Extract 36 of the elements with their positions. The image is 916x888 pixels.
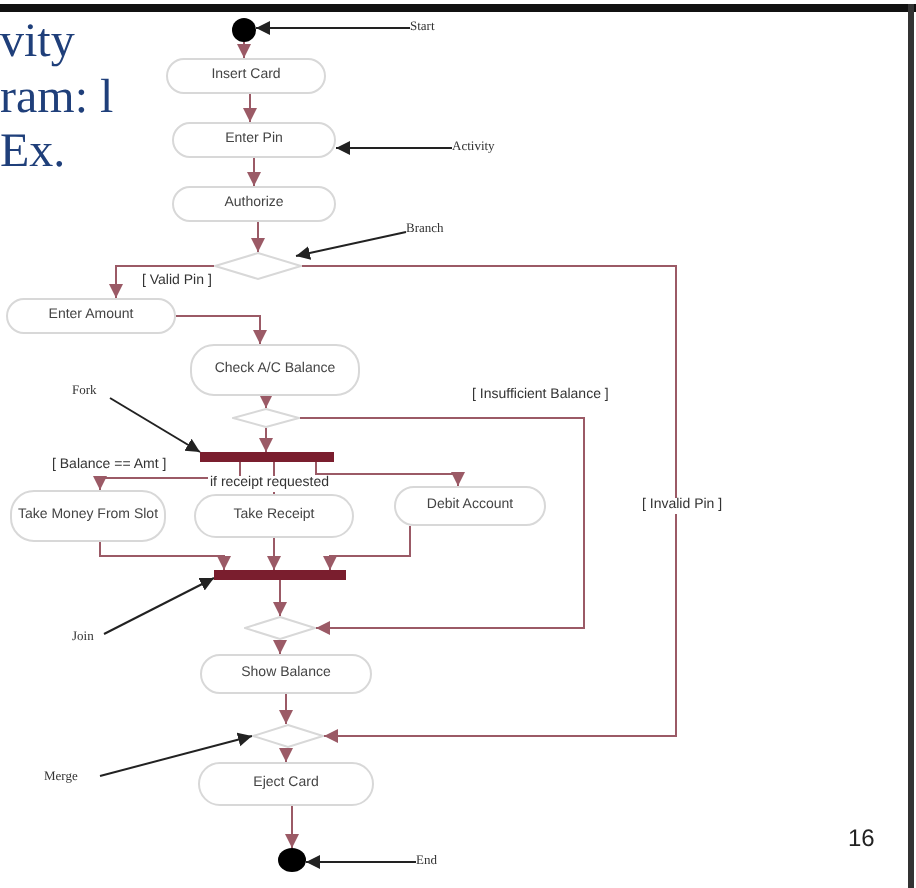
decision-diamond <box>244 616 316 640</box>
flow-arrow <box>109 265 215 299</box>
flow-arrow <box>175 315 267 345</box>
flow-arrow <box>323 525 411 571</box>
decision-diamond <box>214 252 302 280</box>
page-number: 16 <box>848 824 875 852</box>
pointer-arrow <box>305 855 417 869</box>
pointer-arrow <box>109 397 201 453</box>
flow-arrow <box>259 394 273 409</box>
synchronization-bar <box>214 570 346 580</box>
end-node <box>278 848 306 872</box>
pointer-arrow <box>99 732 253 777</box>
flow-arrow <box>243 93 257 123</box>
flow-arrow <box>285 805 299 849</box>
flow-arrow <box>267 537 281 571</box>
decision-diamond <box>252 724 324 748</box>
slide-title: vity ram: l Ex. <box>0 16 116 182</box>
flow-arrow <box>237 41 251 59</box>
flow-arrow <box>299 417 585 635</box>
flow-arrow <box>279 747 293 763</box>
flow-arrow <box>259 427 273 453</box>
flow-arrow <box>273 579 287 617</box>
pointer-arrow <box>255 21 411 35</box>
flow-arrow <box>301 265 677 743</box>
flow-arrow <box>247 157 261 187</box>
flow-arrow <box>251 221 265 253</box>
flow-arrow <box>273 639 287 655</box>
flow-arrow <box>279 693 293 725</box>
flow-arrow <box>315 461 465 487</box>
flow-arrow <box>99 541 231 571</box>
pointer-arrow <box>295 231 407 260</box>
pointer-arrow <box>103 577 215 635</box>
pointer-arrow <box>335 141 453 155</box>
decision-diamond <box>232 408 300 428</box>
synchronization-bar <box>200 452 334 462</box>
start-node <box>232 18 256 42</box>
